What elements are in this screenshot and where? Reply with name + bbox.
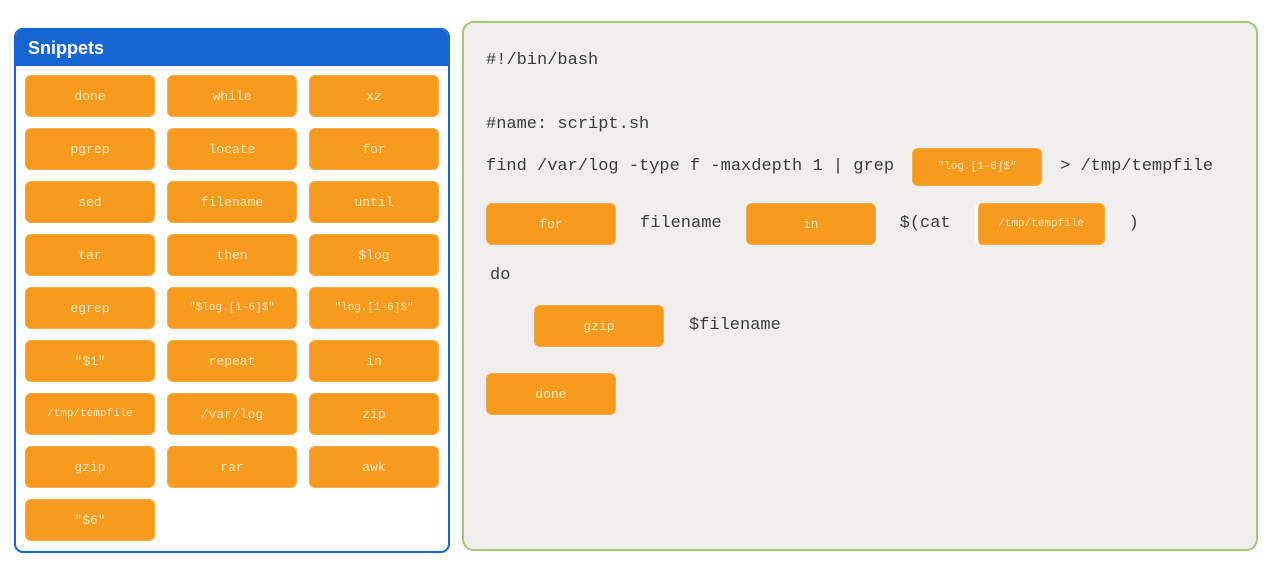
snippet-chip-tar[interactable]: tar [25,234,155,276]
snippet-chip-log-1-6[interactable]: "log.[1-6]$" [309,287,439,329]
script-area: #!/bin/bash #name: script.sh find /var/log… [486,51,1238,415]
code-text: #name: script.sh [486,115,650,134]
snippet-chip-gzip[interactable]: gzip [25,446,155,488]
code-text: > /tmp/tempfile [1060,157,1214,176]
code-text: $(cat [899,214,951,233]
snippet-chip-awk[interactable]: awk [309,446,439,488]
code-text: do [490,266,511,285]
snippets-panel-header: Snippets [16,30,448,66]
script-line-5: do [486,266,1238,286]
script-panel: #!/bin/bash #name: script.sh find /var/log… [462,21,1258,551]
snippet-chip-log-1-6[interactable]: "$log.[1-6]$" [167,287,297,329]
script-line-3: find /var/log -type f -maxdepth 1 | grep… [486,148,1238,186]
placed-chip-done[interactable]: done [486,373,616,415]
snippet-chip-repeat[interactable]: repeat [167,340,297,382]
snippet-chip-done[interactable]: done [25,75,155,117]
snippet-chip-sed[interactable]: sed [25,181,155,223]
snippet-chip-zip[interactable]: zip [309,393,439,435]
snippet-chip-while[interactable]: while [167,75,297,117]
code-text: ) [1128,214,1139,233]
snippet-chip-filename[interactable]: filename [167,181,297,223]
snippet-chip-6[interactable]: "$6" [25,499,155,541]
snippet-chip-pgrep[interactable]: pgrep [25,128,155,170]
placed-chip-gzip[interactable]: gzip [534,305,664,347]
code-text: $filename [689,316,781,335]
snippet-chip-for[interactable]: for [309,128,439,170]
snippet-chip-var-log[interactable]: /var/log [167,393,297,435]
snippet-chip-log[interactable]: $log [309,234,439,276]
snippet-chip-xz[interactable]: xz [309,75,439,117]
script-line-6: gzip $filename [486,305,1238,347]
snippet-chip-until[interactable]: until [309,181,439,223]
placed-chip-log-1-6[interactable]: "log.[1-6]$" [912,148,1043,186]
snippets-title: Snippets [28,37,105,58]
placed-chip-for[interactable]: for [486,203,616,245]
script-line-4: for filename in $(cat/tmp/tempfile) [486,203,1238,245]
snippet-chip-locate[interactable]: locate [167,128,297,170]
snippet-chip-egrep[interactable]: egrep [25,287,155,329]
snippet-chip-rar[interactable]: rar [167,446,297,488]
code-text: filename [640,214,722,233]
script-line-1: #!/bin/bash [486,51,1238,71]
code-text: #!/bin/bash [486,51,599,70]
snippet-chip-in[interactable]: in [309,340,439,382]
snippet-chip-tmp-tempfile[interactable]: /tmp/tempfile [25,393,155,435]
snippet-chip-1[interactable]: "$1" [25,340,155,382]
placed-chip-in[interactable]: in [745,203,876,245]
placed-chip-tmp-tempfile[interactable]: /tmp/tempfile [974,203,1105,245]
snippet-chip-then[interactable]: then [167,234,297,276]
script-line-2: #name: script.sh [486,115,1238,135]
script-line-7: done [486,373,1238,415]
code-text: find /var/log -type f -maxdepth 1 | grep [486,157,895,176]
